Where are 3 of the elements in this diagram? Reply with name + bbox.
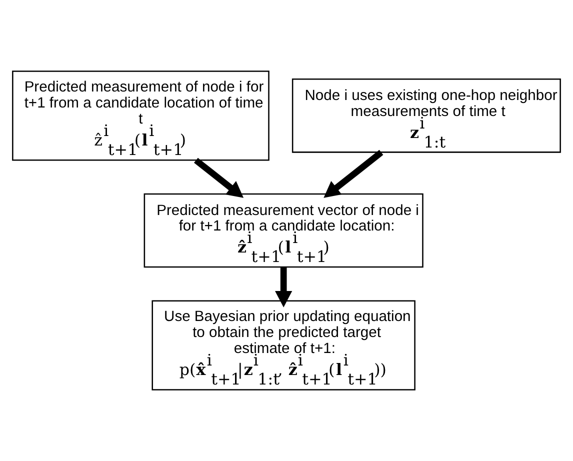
arrow	[275, 267, 292, 308]
arrow	[324, 150, 384, 198]
arrow	[194, 158, 244, 198]
